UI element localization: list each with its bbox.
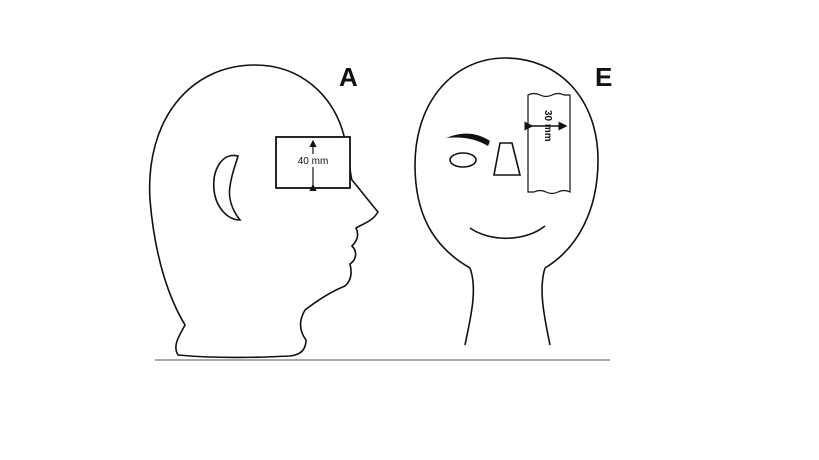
panel-label-e: E xyxy=(595,62,612,92)
measurement-label-30mm: 30 mm xyxy=(542,110,553,142)
neck-left xyxy=(464,267,475,346)
eyebrow xyxy=(446,133,490,146)
front-head xyxy=(414,57,599,346)
neck-right xyxy=(541,267,551,346)
eye xyxy=(449,152,477,168)
panel-label-a: A xyxy=(339,62,358,92)
side-head-profile xyxy=(148,64,379,359)
nose xyxy=(493,142,522,176)
measurement-strip-30mm xyxy=(527,92,571,195)
measurement-label-40mm: 40 mm xyxy=(298,156,329,167)
mouth xyxy=(469,225,546,240)
ear xyxy=(213,154,242,221)
